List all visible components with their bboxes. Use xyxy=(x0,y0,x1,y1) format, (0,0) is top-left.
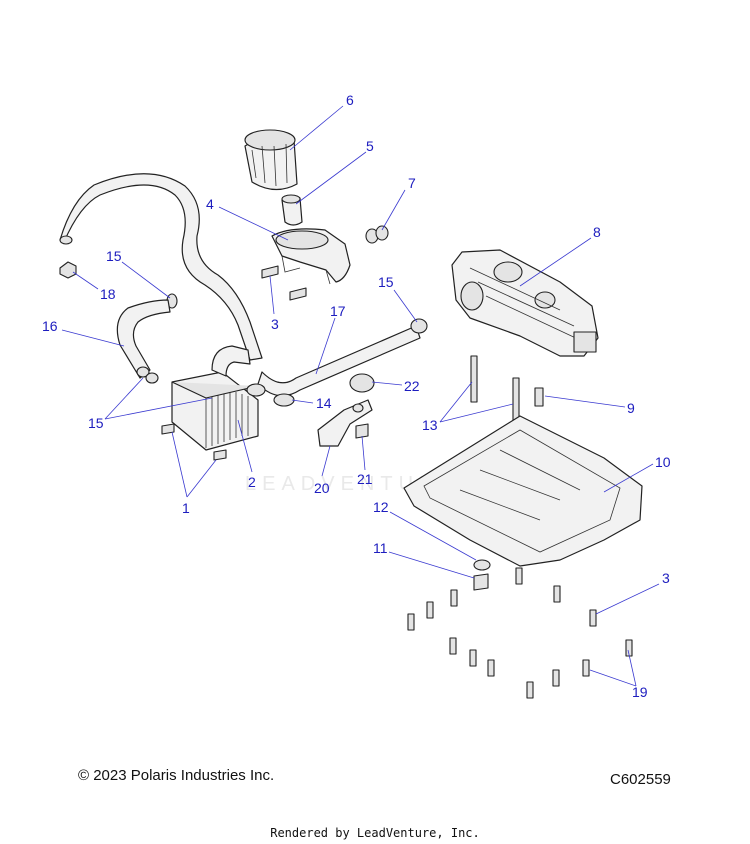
callout-22: 22 xyxy=(404,378,420,394)
callout-4: 4 xyxy=(206,196,214,212)
oil-pump-assembly xyxy=(451,249,599,357)
drain-washer xyxy=(473,559,491,571)
callout-3-lower: 3 xyxy=(662,570,670,586)
callout-9: 9 xyxy=(627,400,635,416)
callout-16: 16 xyxy=(42,318,58,334)
leader-lines xyxy=(61,105,660,687)
oil-tube xyxy=(257,318,428,397)
callout-15-right: 15 xyxy=(378,274,394,290)
callout-7: 7 xyxy=(408,175,416,191)
rendered-by-text: Rendered by LeadVenture, Inc. xyxy=(270,826,480,840)
watermark-text: LEADVENTURE xyxy=(245,473,459,495)
callout-8: 8 xyxy=(593,224,601,240)
callout-15: 15 xyxy=(106,248,122,264)
callout-12: 12 xyxy=(373,499,389,515)
diagram-code: C602559 xyxy=(610,771,671,788)
cooler-bolts xyxy=(161,423,227,461)
drain-plug xyxy=(473,573,489,591)
callouts: 6 5 4 7 8 15 18 3 15 17 16 22 14 13 9 15… xyxy=(42,92,671,700)
housing-bolts xyxy=(261,265,307,301)
filter-adapter xyxy=(281,194,303,226)
oil-pan xyxy=(403,415,643,567)
callout-13: 13 xyxy=(422,417,438,433)
bracket-bolt xyxy=(355,423,369,439)
o-rings xyxy=(365,225,389,244)
long-hose xyxy=(59,173,263,361)
callout-17: 17 xyxy=(330,303,346,319)
tube-clamp xyxy=(349,373,375,393)
clamp-bracket xyxy=(317,399,373,447)
hose-clamps-lower xyxy=(136,366,159,384)
callout-15-lower: 15 xyxy=(88,415,104,431)
oil-cooler xyxy=(171,345,259,451)
pan-bolts xyxy=(407,567,633,699)
callout-14: 14 xyxy=(316,395,332,411)
callout-3: 3 xyxy=(271,316,279,332)
long-bolts xyxy=(470,355,520,425)
callout-20: 20 xyxy=(314,480,330,496)
callout-5: 5 xyxy=(366,138,374,154)
callout-19: 19 xyxy=(632,684,648,700)
callout-10: 10 xyxy=(655,454,671,470)
small-clamp xyxy=(59,261,77,279)
filter-housing xyxy=(271,228,351,285)
callout-21: 21 xyxy=(357,471,373,487)
copyright-text: © 2023 Polaris Industries Inc. xyxy=(78,767,275,784)
callout-2: 2 xyxy=(248,474,256,490)
short-bolt xyxy=(534,387,544,407)
oil-filter xyxy=(244,129,298,191)
callout-18: 18 xyxy=(100,286,116,302)
callout-6: 6 xyxy=(346,92,354,108)
short-hose xyxy=(116,299,171,379)
callout-1: 1 xyxy=(182,500,190,516)
callout-11: 11 xyxy=(373,540,388,556)
